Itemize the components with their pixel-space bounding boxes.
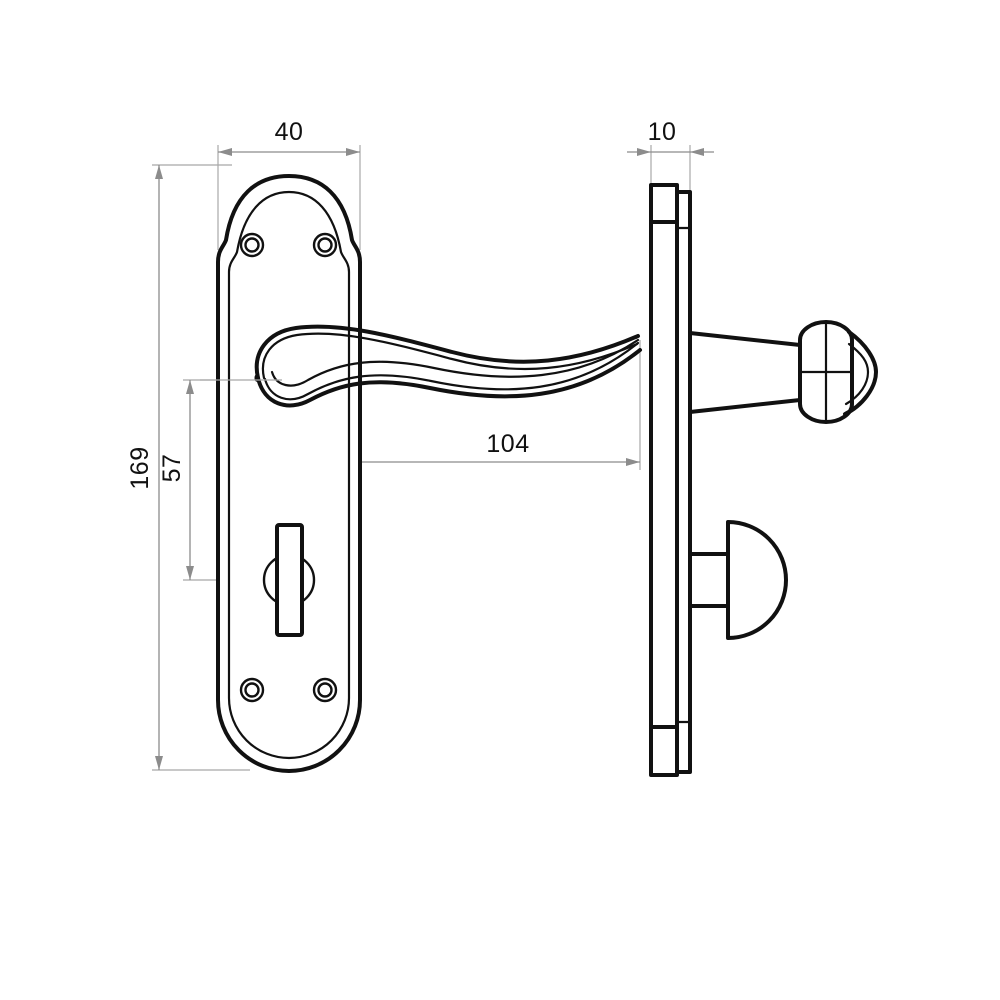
screw-hole-bottom-right	[312, 677, 338, 703]
dimension-plate-depth: 10	[627, 118, 714, 200]
arrow-top	[186, 380, 194, 394]
lever-lower-edge	[256, 348, 642, 408]
lever-scroll-nose	[254, 374, 260, 382]
arrow-bottom	[155, 756, 163, 770]
arrow-left	[637, 148, 651, 156]
lever-upper-edge	[254, 324, 640, 380]
lever-centre-rib	[270, 338, 640, 387]
dimension-label-plate-width: 40	[275, 118, 304, 146]
dimension-label-plate-height: 169	[126, 446, 154, 489]
arrow-top	[155, 165, 163, 179]
arrow-right	[346, 148, 360, 156]
arrow-right	[690, 148, 704, 156]
dimension-plate-width: 40	[217, 118, 361, 250]
backplate-outline	[216, 174, 362, 773]
backplate-inner-outline	[227, 190, 351, 760]
lever-cap-tail-outer	[843, 330, 878, 416]
side-view	[649, 183, 878, 777]
lever-lower-edge-inner	[263, 341, 640, 401]
turn-knob-side	[688, 520, 788, 640]
screw-hole-bottom-left	[239, 677, 265, 703]
lever-upper-edge-inner	[261, 332, 639, 380]
arrow-bottom	[186, 566, 194, 580]
lever-end-cap-side	[798, 320, 878, 424]
front-view	[200, 174, 642, 773]
dimension-label-plate-depth: 10	[648, 118, 677, 146]
turn-knob-bar	[275, 523, 304, 637]
screw-hole-top-right	[312, 232, 338, 258]
backplate-body-side	[649, 183, 679, 777]
dimension-label-lever-length: 104	[486, 430, 529, 458]
screw-hole-top-left	[239, 232, 265, 258]
arrow-right	[626, 458, 640, 466]
lever-cap-tail-inner	[844, 342, 870, 406]
turn-knob-front	[262, 523, 316, 637]
lever-handle-front	[254, 324, 642, 408]
turn-knob-disc-side	[726, 520, 788, 640]
lever-neck-side	[688, 331, 802, 414]
dimension-label-centre-to-spindle: 57	[158, 454, 186, 483]
arrow-left	[218, 148, 232, 156]
dimension-plate-height: 169	[126, 164, 250, 771]
